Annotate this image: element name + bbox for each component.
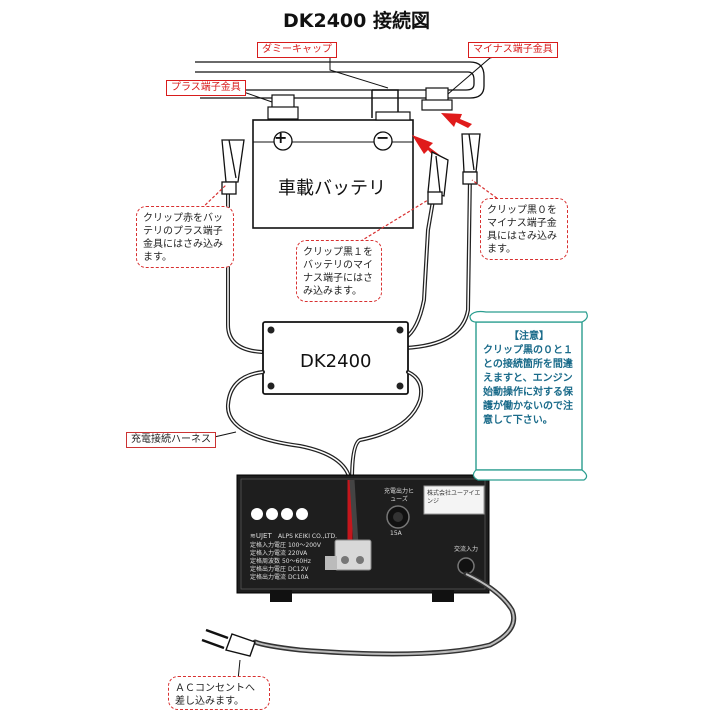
callout-black0-clip: クリップ黒０をマイナス端子金具にはさみ込みます。: [480, 198, 568, 260]
clip-black-1: [427, 150, 449, 205]
label-dummy-cap: ダミーキャップ: [257, 42, 337, 58]
fuse-label: 充電出力ヒューズ: [383, 488, 414, 503]
spec-row: 定格出力電流 DC10A: [250, 574, 309, 581]
battery-label: 車載バッテリ: [278, 178, 386, 199]
clip-black-0: [461, 133, 481, 185]
label-plus-terminal: プラス端子金具: [166, 80, 246, 96]
maker-name: ALPS KEIKI CO.,LTD.: [278, 533, 338, 540]
maker-badge: 株式会社ユーアイエンジ: [427, 490, 481, 505]
charger-box: [236, 474, 490, 602]
note-body: クリップ黒の０と１との接続箇所を間違えますと、エンジン始動操作に対する保護が働か…: [483, 345, 573, 426]
spec-row: 定格出力電圧 DC12V: [250, 566, 309, 573]
ac-input-label: 交流入力: [454, 546, 479, 553]
label-minus-terminal: マイナス端子金具: [468, 42, 558, 58]
note-heading: 【注意】: [509, 331, 549, 342]
note-scroll: [469, 310, 588, 481]
spec-row: 定格入力電圧 100〜200V: [250, 542, 321, 549]
callout-red-clip: クリップ赤をバッテリのプラス端子金具にはさみ込みます。: [136, 206, 234, 268]
brand-logo: ≋UJET: [250, 532, 272, 540]
spec-table: 定格入力電圧 100〜200V 定格入力電流 220VA 定格周波数 50〜60…: [250, 542, 321, 582]
arrow-to-minus-fitting-icon: [441, 113, 472, 128]
callout-ac-outlet: ＡＣコンセントへ差し込みます。: [168, 676, 270, 710]
battery-plus-sign: +: [274, 128, 288, 147]
note: 【注意】 クリップ黒の０と１との接続箇所を間違えますと、エンジン始動操作に対する…: [483, 330, 575, 428]
clip-red: [221, 139, 245, 195]
vehicle-frame: [195, 61, 485, 99]
minus-post-icon: [373, 131, 393, 151]
fuse-rating: 15A: [390, 530, 402, 537]
dk2400-unit: [262, 321, 409, 395]
spec-row: 定格周波数 50〜60Hz: [250, 558, 311, 565]
battery-minus-sign: −: [376, 128, 390, 147]
ac-plug-icon: [201, 628, 256, 657]
callout-black1-clip: クリップ黒１をバッテリのマイナス端子にはさみ込みます。: [296, 240, 382, 302]
spec-row: 定格入力電流 220VA: [250, 550, 308, 557]
label-harness: 充電接続ハーネス: [126, 432, 216, 448]
page-title: DK2400 接続図: [283, 10, 430, 32]
plus-post-icon: [273, 131, 293, 151]
dk2400-label: DK2400: [300, 351, 372, 372]
battery: [252, 87, 453, 229]
